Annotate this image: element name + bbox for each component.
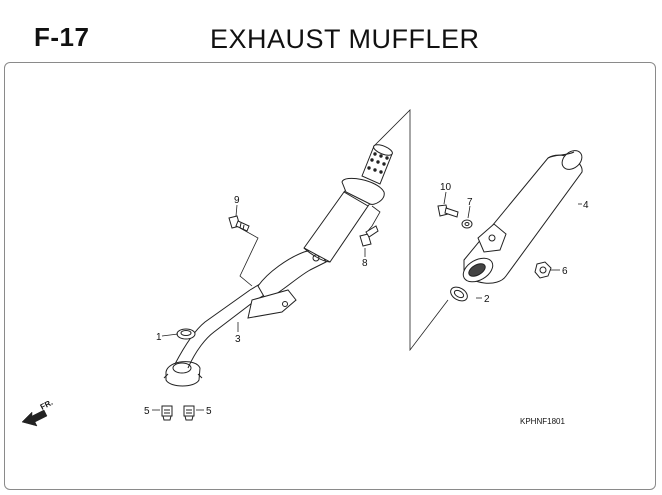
callout-6: 6 [562,266,568,277]
page-title: EXHAUST MUFFLER [210,24,480,54]
exhaust-pipe-assembly [163,144,393,387]
callout-5-left: 5 [144,406,150,417]
callout-1: 1 [156,332,162,343]
diagram-frame [4,62,656,490]
bolt-8 [359,225,379,247]
diagram-code: KPHNF1801 [520,417,565,426]
connection-lines [239,109,449,352]
callout-7: 7 [467,197,473,208]
gasket-2 [450,286,468,302]
flange-nut-right [183,405,195,421]
callout-9: 9 [234,195,240,206]
callout-5-right: 5 [206,406,212,417]
flange-nut-left [161,405,173,421]
leader-lines [152,191,582,411]
callout-4: 4 [583,200,589,211]
bolt-9 [228,215,250,232]
callout-2: 2 [484,294,490,305]
callout-10: 10 [440,182,452,193]
forward-direction-arrow: FR. [21,398,55,427]
gasket-1 [176,328,196,340]
section-code: F-17 [34,22,90,52]
muffler-4 [462,150,583,284]
washer-7 [461,219,473,229]
nut-6 [534,261,552,279]
callout-3: 3 [235,334,241,345]
bolt-10 [437,204,459,218]
callout-8: 8 [362,258,368,269]
forward-label: FR. [39,398,55,412]
